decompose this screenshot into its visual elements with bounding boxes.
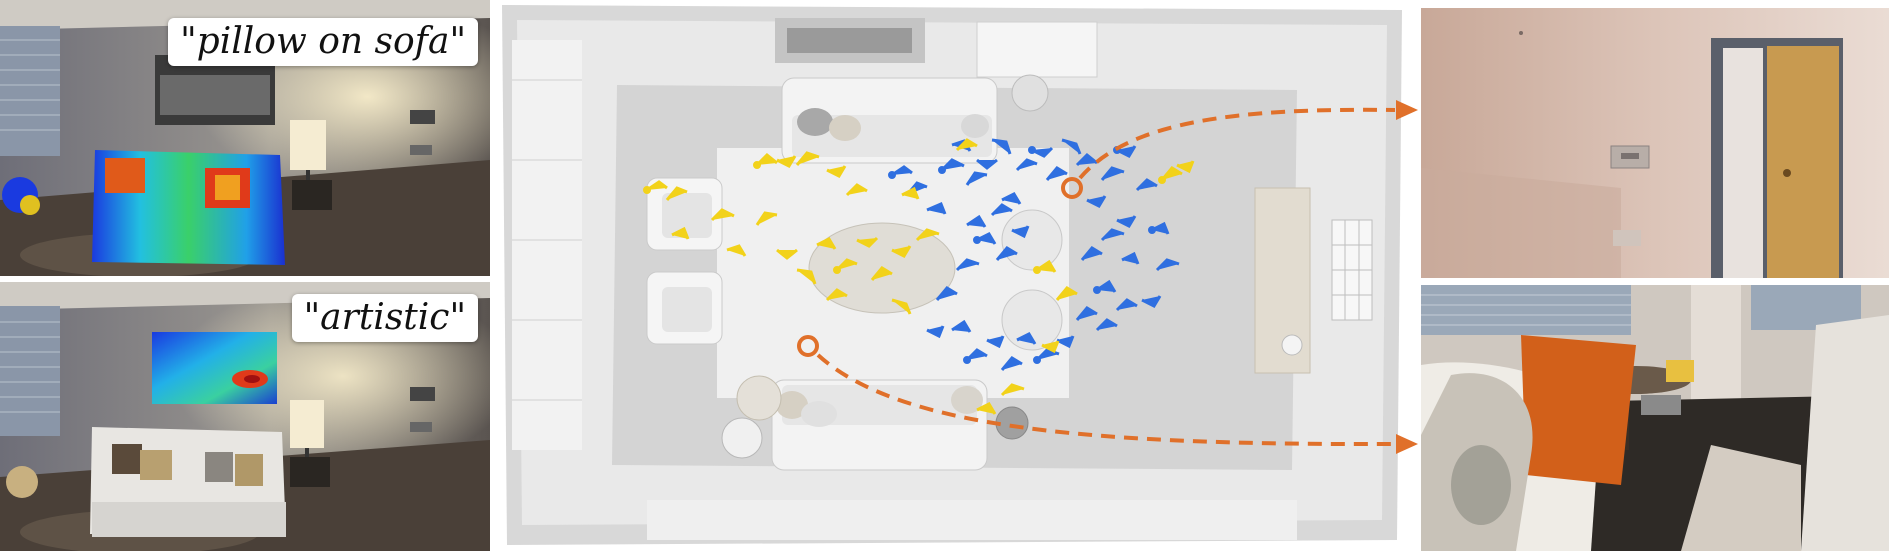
novel-view-panel-door [1421, 8, 1889, 278]
heatmap-panel-painting: "artistic" [0, 282, 490, 551]
floorplan-panel [497, 0, 1407, 551]
heatmap-panel-sofa: "pillow on sofa" [0, 0, 490, 276]
novel-view-panel-couch [1421, 285, 1889, 551]
query-caption: "artistic" [291, 294, 478, 342]
query-caption: "pillow on sofa" [168, 18, 478, 66]
